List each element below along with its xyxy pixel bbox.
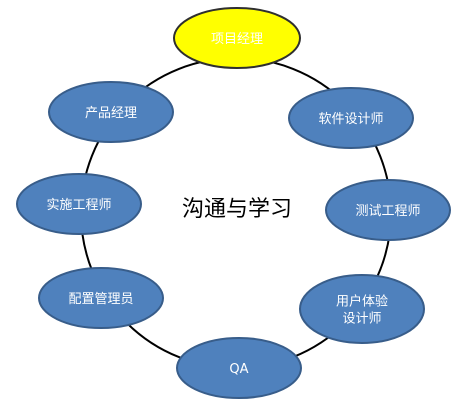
node-shape-project-manager <box>173 7 301 69</box>
node-label-software-designer: 软件设计师 <box>318 112 383 127</box>
node-label-config-manager: 配置管理员 <box>68 292 133 307</box>
node-label-test-engineer: 测试工程师 <box>355 204 420 219</box>
node-shape-ux-designer <box>299 274 425 344</box>
center-title: 沟通与学习 <box>182 197 292 222</box>
node-label-ux-designer-1: 用户体验 <box>336 294 388 310</box>
node-project-manager: 项目经理 <box>173 7 301 69</box>
node-shape-config-manager <box>38 267 164 329</box>
node-shape-test-engineer <box>325 179 451 241</box>
node-label-ux-designer-2: 设计师 <box>342 312 381 327</box>
node-software-designer: 软件设计师 <box>288 87 414 149</box>
node-product-manager: 产品经理 <box>48 81 174 143</box>
node-test-engineer: 测试工程师 <box>325 179 451 241</box>
node-label-implementation-engineer: 实施工程师 <box>46 198 111 213</box>
node-shape-implementation-engineer <box>16 173 142 235</box>
node-shape-product-manager <box>48 81 174 143</box>
node-config-manager: 配置管理员 <box>38 267 164 329</box>
node-implementation-engineer: 实施工程师 <box>16 173 142 235</box>
node-label-product-manager: 产品经理 <box>85 106 137 121</box>
node-shape-qa <box>176 337 302 399</box>
node-shape-software-designer <box>288 87 414 149</box>
node-qa: QA <box>176 337 302 399</box>
node-label-qa: QA <box>229 362 248 377</box>
node-label-project-manager: 项目经理 <box>211 32 263 47</box>
